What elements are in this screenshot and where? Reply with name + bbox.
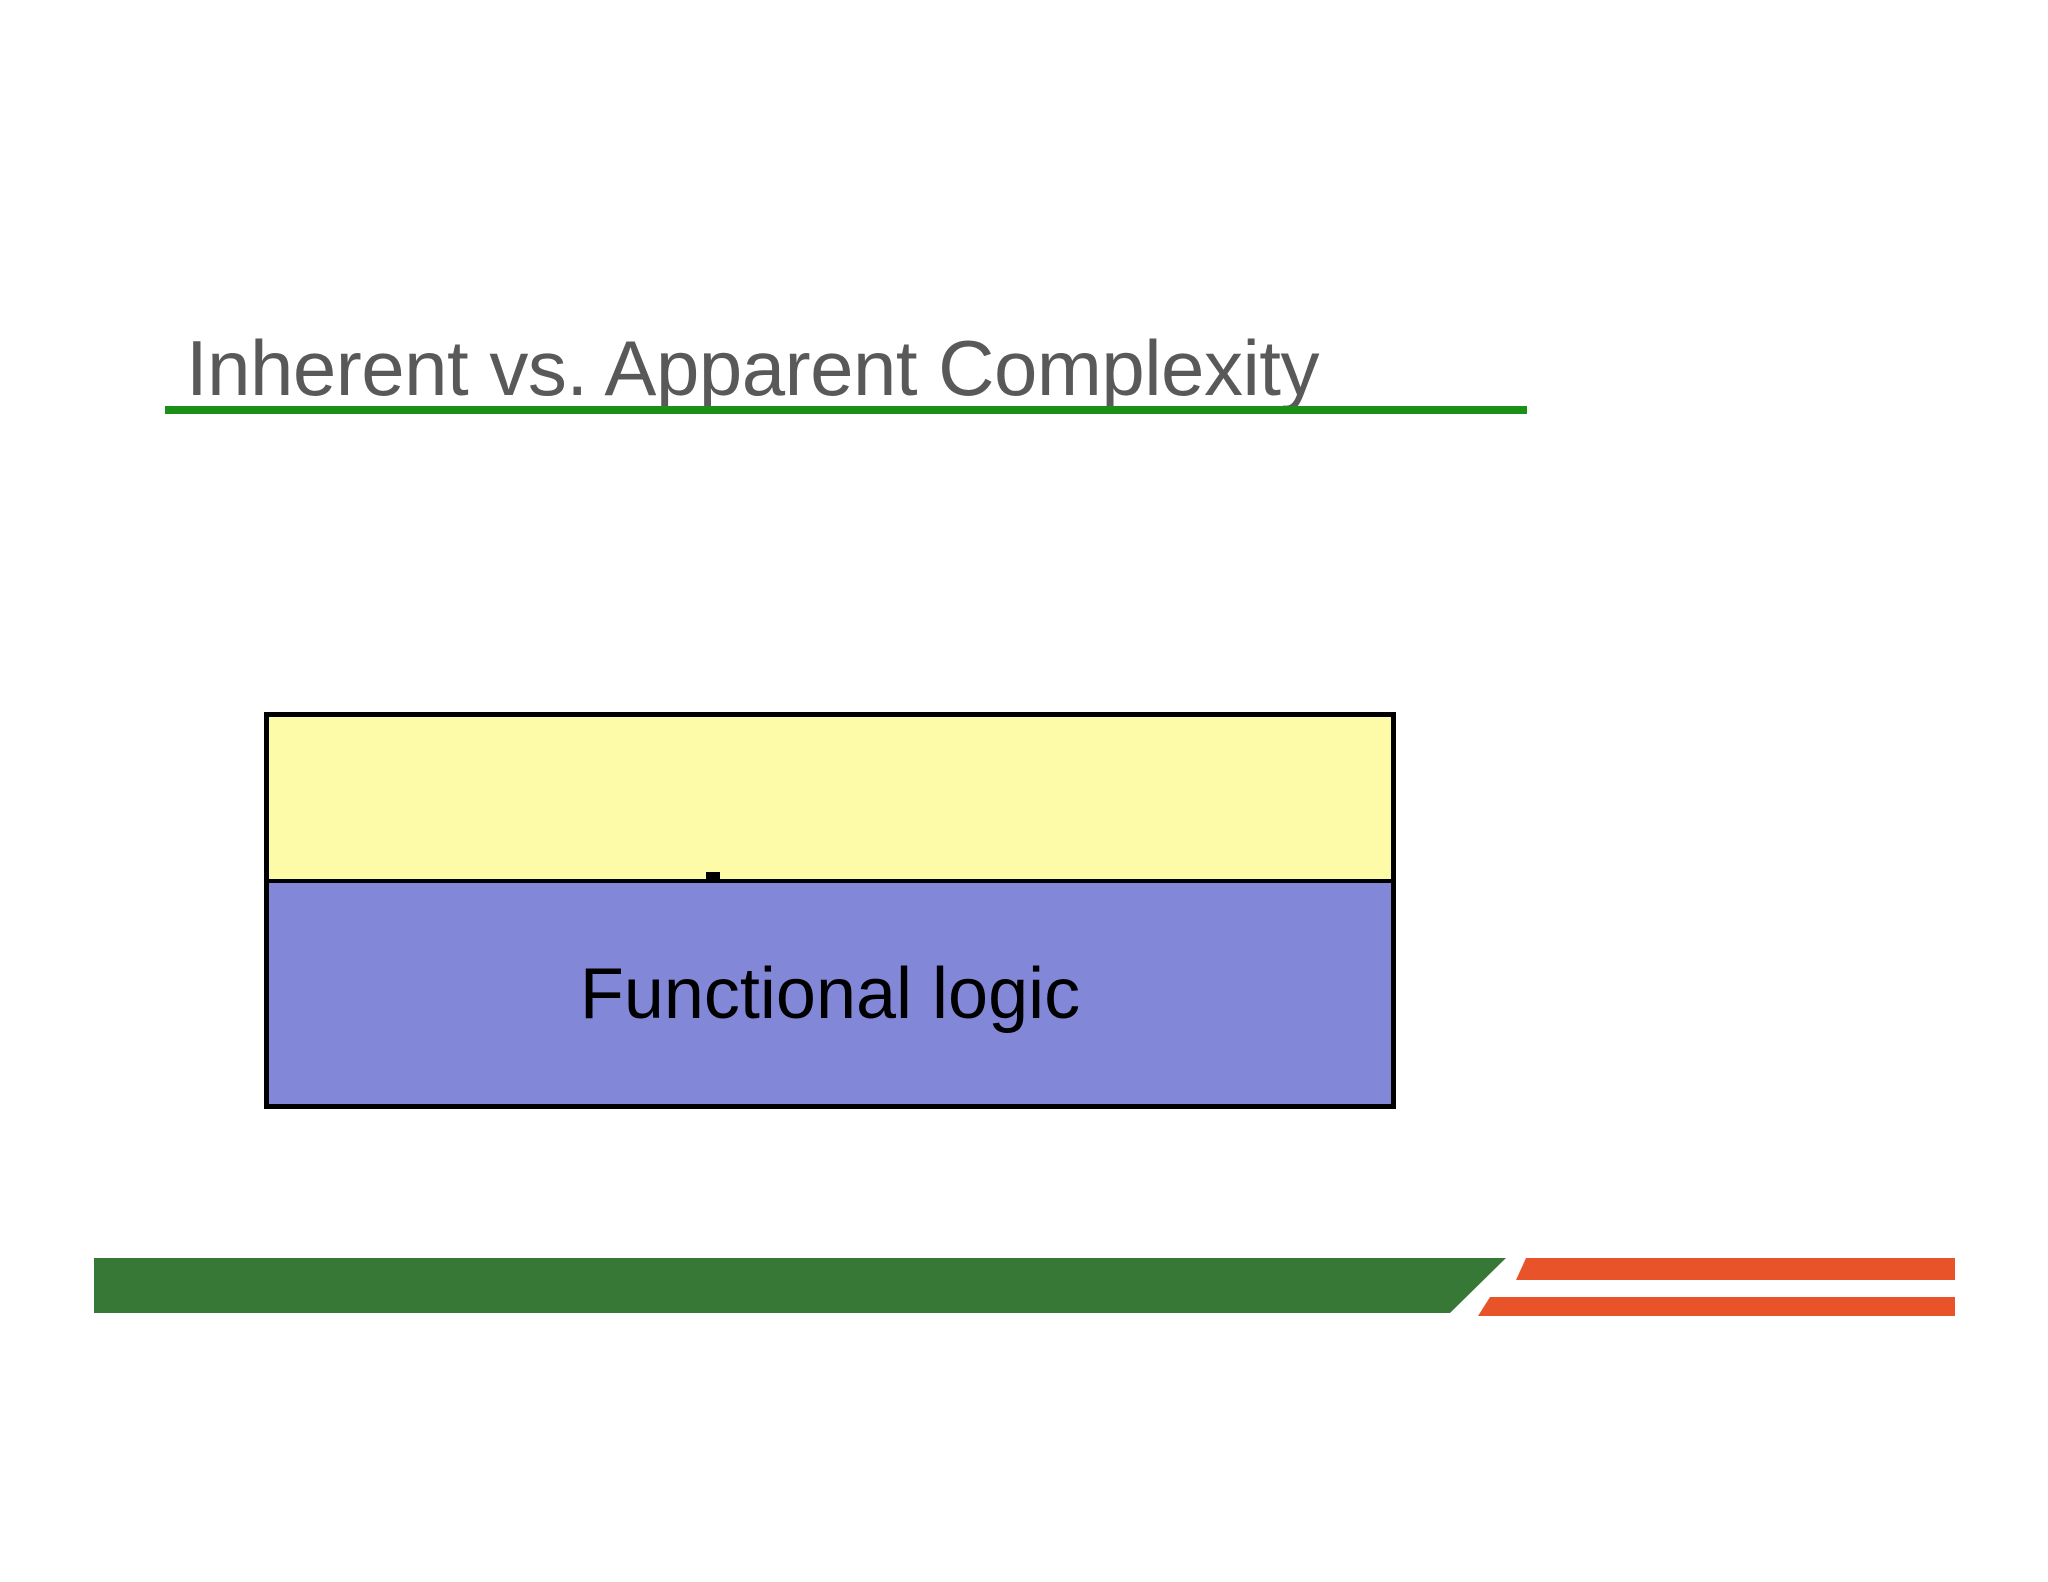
footer-green-bar: [94, 1258, 1506, 1313]
layered-diagram: Functional logic: [264, 712, 1396, 1109]
footer-orange-stripe-top: [1516, 1258, 1955, 1280]
footer-band: [0, 1256, 2048, 1318]
footer-orange-stripe-bottom: [1478, 1297, 1955, 1316]
divider-notch-mark: [706, 872, 720, 882]
title-underline-rule: [165, 406, 1527, 414]
diagram-layer-upper: [264, 712, 1396, 882]
diagram-layer-lower-label: Functional logic: [579, 953, 1081, 1034]
diagram-layer-lower: Functional logic: [264, 880, 1396, 1109]
page-title: Inherent vs. Apparent Complexity: [186, 324, 1319, 412]
